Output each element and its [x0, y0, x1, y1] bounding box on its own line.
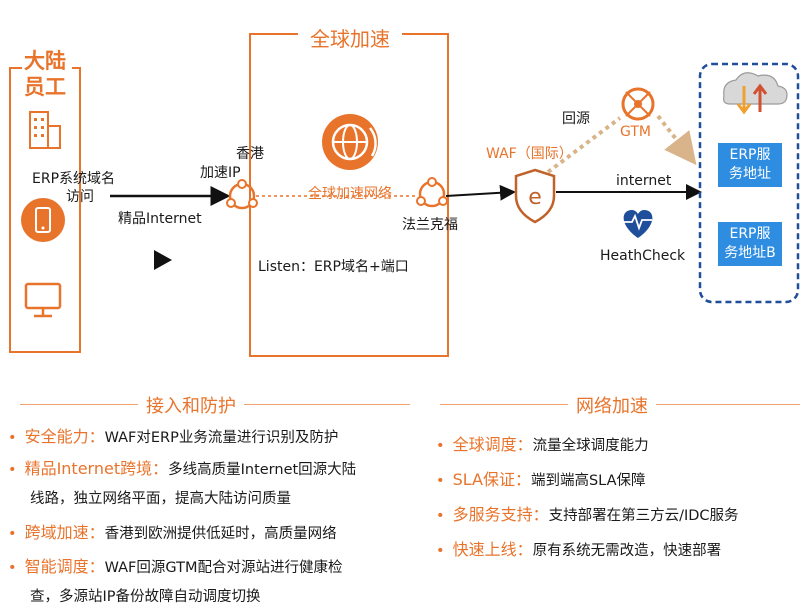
- label-premium-internet: 精品Internet: [118, 211, 202, 227]
- list-item: •精品Internet跨境：多线高质量Internet回源大陆: [8, 459, 357, 478]
- hk-node-icon: [226, 179, 258, 210]
- waf-gtm-link: [546, 116, 622, 174]
- waf-shield-icon: e: [514, 168, 556, 224]
- label-erp-domain: ERP系统域名: [32, 171, 116, 187]
- list-item: •快速上线：原有系统无需改造，快速部署: [436, 540, 722, 559]
- global-accel-title: 全球加速: [298, 23, 402, 52]
- list-item: •安全能力：WAF对ERP业务流量进行识别及防护: [8, 427, 339, 446]
- label-visit: 访问: [66, 189, 94, 205]
- building-icon: [29, 111, 61, 149]
- label-internet: internet: [616, 173, 672, 189]
- section-title-access: 接入和防护: [138, 392, 244, 418]
- frankfurt-node-icon: [416, 177, 448, 208]
- global-network-icon: [322, 114, 378, 170]
- label-listen: Listen：ERP域名+端口: [258, 259, 409, 275]
- label-gtm: GTM: [620, 124, 651, 140]
- employee-title: 大陆 员工: [22, 48, 68, 100]
- label-global-network: 全球加速网络: [308, 186, 392, 202]
- arrow-frankfurt-waf: [445, 184, 516, 201]
- svg-text:e: e: [528, 185, 542, 210]
- play-triangle-icon: [154, 250, 172, 270]
- global-accel-box: [249, 33, 449, 357]
- label-frankfurt: 法兰克福: [402, 217, 458, 233]
- label-back-source: 回源: [562, 111, 590, 127]
- list-item-continuation: 查，多源站IP备份故障自动调度切换: [30, 589, 261, 605]
- mobile-phone-icon: [21, 198, 65, 242]
- label-waf: WAF（国际）: [486, 146, 573, 162]
- employee-bracket: [9, 67, 81, 353]
- label-healthcheck: HeathCheck: [600, 248, 686, 264]
- erp-server-group: [698, 62, 800, 304]
- list-item: •智能调度：WAF回源GTM配合对源站进行健康检: [8, 557, 343, 576]
- erp-server-a: ERP服 务地址: [718, 143, 782, 187]
- gtm-icon: [621, 87, 655, 121]
- label-hk-ip: 加速IP: [200, 165, 241, 181]
- label-hk: 香港: [236, 146, 264, 162]
- erp-server-b: ERP服 务地址B: [718, 222, 782, 266]
- list-item: •跨域加速：香港到欧洲提供低延时，高质量网络: [8, 523, 337, 542]
- cloud-sync-icon: [723, 72, 788, 115]
- diagram-canvas: e: [9, 33, 800, 357]
- healthcheck-icon: [623, 210, 653, 238]
- list-item-continuation: 线路，独立网络平面，提高大陆访问质量: [30, 491, 291, 507]
- list-item: •多服务支持：支持部署在第三方云/IDC服务: [436, 505, 739, 524]
- monitor-icon: [24, 282, 62, 318]
- list-item: •SLA保证：端到端高SLA保障: [436, 470, 646, 489]
- gtm-erp-link: [656, 114, 697, 166]
- section-title-network: 网络加速: [568, 392, 656, 418]
- list-item: •全球调度：流量全球调度能力: [436, 435, 649, 454]
